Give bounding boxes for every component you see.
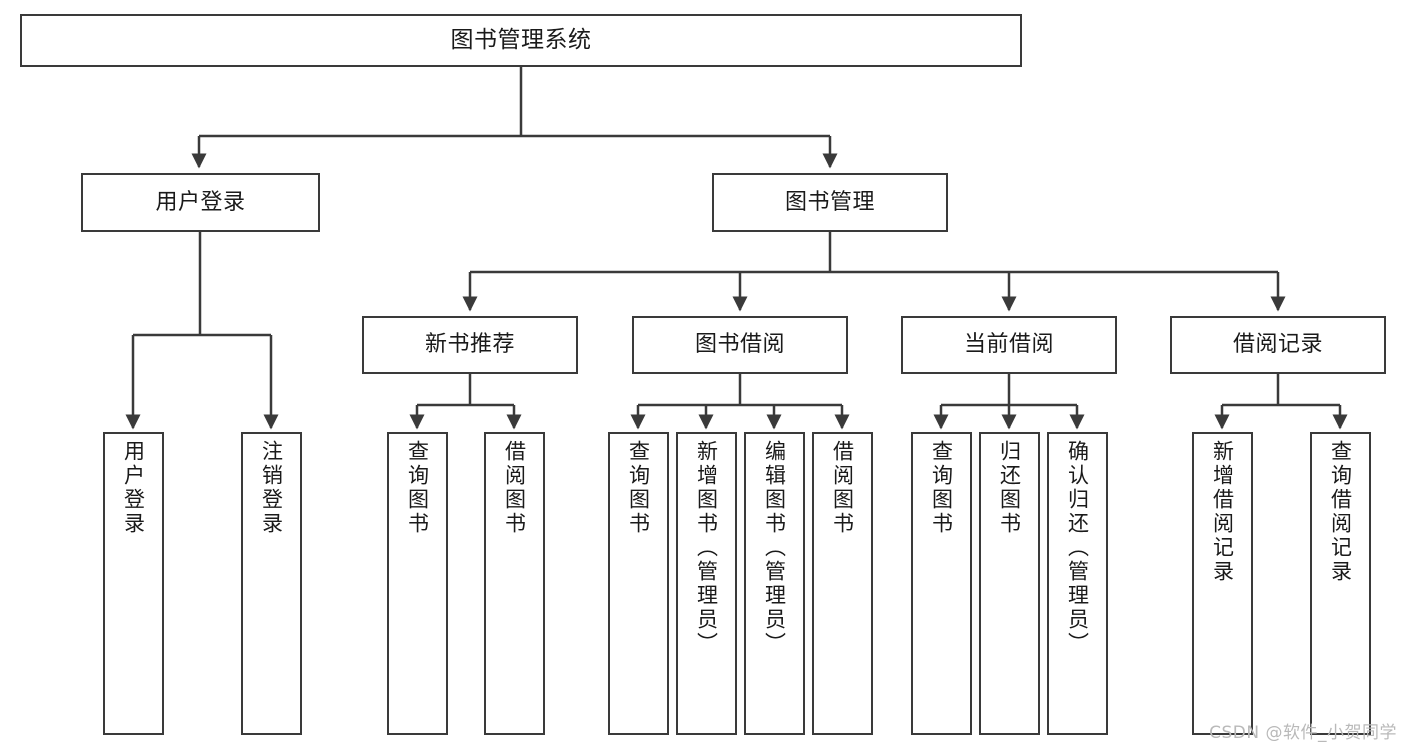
node-leaf-return-book-label: 归还图书 <box>997 440 1022 536</box>
node-leaf-confirm-return[interactable]: 确认归还（管理员） <box>1047 432 1108 735</box>
node-borrow-record-label: 借阅记录 <box>1232 332 1323 358</box>
node-leaf-logout-label: 注销登录 <box>259 440 284 536</box>
node-leaf-add-record-label: 新增借阅记录 <box>1210 440 1235 584</box>
watermark-text: CSDN @软件_小贺同学 <box>1209 723 1397 743</box>
node-leaf-logout[interactable]: 注销登录 <box>241 432 302 735</box>
node-book-borrow-label: 图书借阅 <box>694 332 785 358</box>
node-leaf-add-book[interactable]: 新增图书（管理员） <box>676 432 737 735</box>
node-leaf-edit-book-label: 编辑图书（管理员） <box>762 440 787 656</box>
node-current-borrow[interactable]: 当前借阅 <box>901 316 1117 374</box>
node-leaf-user-login-label: 用户登录 <box>121 440 146 536</box>
node-leaf-add-record[interactable]: 新增借阅记录 <box>1192 432 1253 735</box>
node-leaf-confirm-return-label: 确认归还（管理员） <box>1065 440 1090 656</box>
node-leaf-query-book-3-label: 查询图书 <box>929 440 954 536</box>
node-root-label: 图书管理系统 <box>450 26 592 53</box>
node-leaf-query-book-1-label: 查询图书 <box>405 440 430 536</box>
node-borrow-record[interactable]: 借阅记录 <box>1170 316 1386 374</box>
node-book-borrow[interactable]: 图书借阅 <box>632 316 848 374</box>
node-book-management[interactable]: 图书管理 <box>712 173 948 232</box>
node-leaf-borrow-book-2[interactable]: 借阅图书 <box>812 432 873 735</box>
node-leaf-query-record[interactable]: 查询借阅记录 <box>1310 432 1371 735</box>
node-leaf-user-login[interactable]: 用户登录 <box>103 432 164 735</box>
node-leaf-borrow-book-1[interactable]: 借阅图书 <box>484 432 545 735</box>
node-user-login-label: 用户登录 <box>155 189 246 215</box>
node-new-book-recommend[interactable]: 新书推荐 <box>362 316 578 374</box>
node-leaf-borrow-book-1-label: 借阅图书 <box>502 440 527 536</box>
node-leaf-query-book-3[interactable]: 查询图书 <box>911 432 972 735</box>
node-leaf-query-record-label: 查询借阅记录 <box>1328 440 1353 584</box>
node-leaf-query-book-2-label: 查询图书 <box>626 440 651 536</box>
node-book-management-label: 图书管理 <box>784 189 875 215</box>
node-leaf-return-book[interactable]: 归还图书 <box>979 432 1040 735</box>
node-leaf-add-book-label: 新增图书（管理员） <box>694 440 719 656</box>
node-root[interactable]: 图书管理系统 <box>20 14 1022 67</box>
node-new-book-recommend-label: 新书推荐 <box>424 332 515 358</box>
node-leaf-query-book-2[interactable]: 查询图书 <box>608 432 669 735</box>
node-current-borrow-label: 当前借阅 <box>963 332 1054 358</box>
node-leaf-edit-book[interactable]: 编辑图书（管理员） <box>744 432 805 735</box>
node-user-login[interactable]: 用户登录 <box>81 173 320 232</box>
node-leaf-query-book-1[interactable]: 查询图书 <box>387 432 448 735</box>
node-leaf-borrow-book-2-label: 借阅图书 <box>830 440 855 536</box>
